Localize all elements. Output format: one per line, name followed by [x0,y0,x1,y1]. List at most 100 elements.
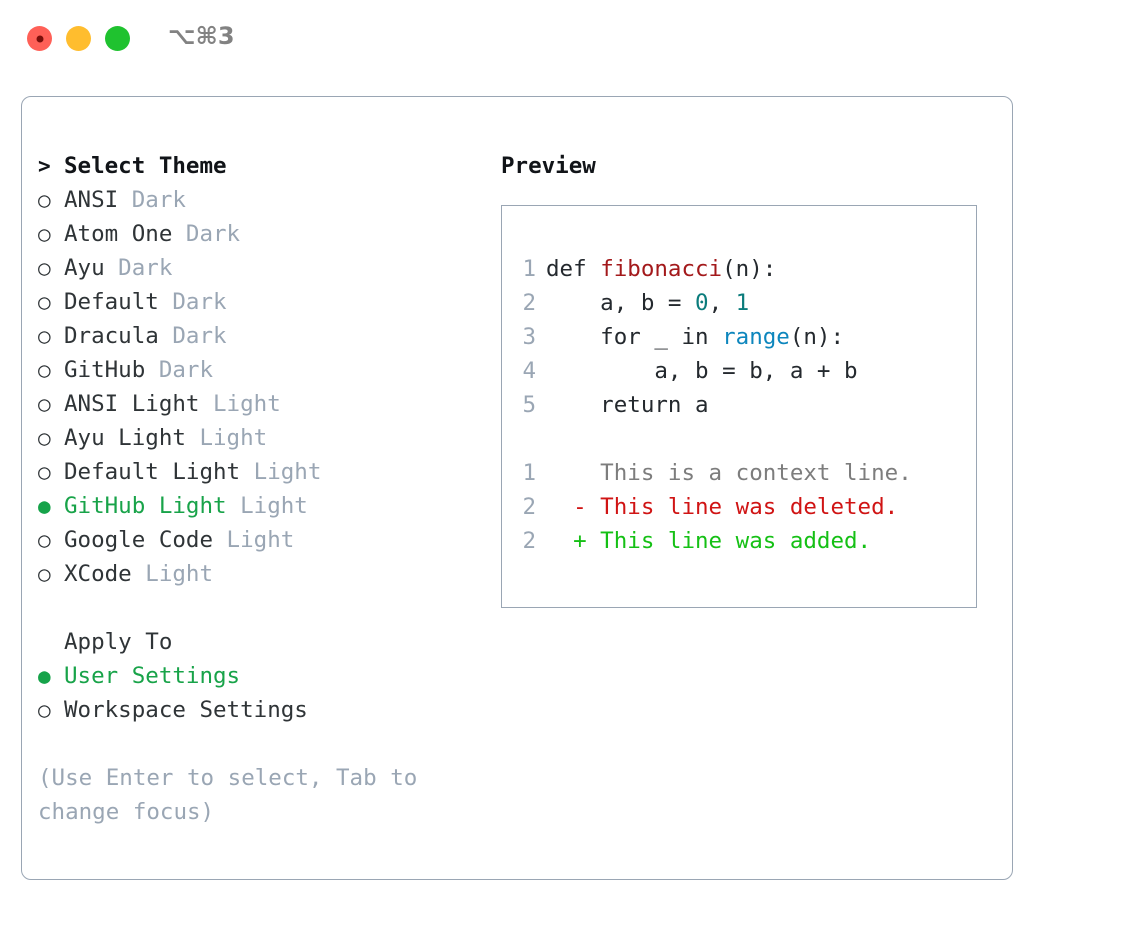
list-spacer [38,591,488,625]
keyboard-hint: (Use Enter to select, Tab to change focu… [38,761,438,829]
theme-option-list: ○ ANSI Dark ○ Atom One Dark ○ Ayu Dark ○ Defaul… [38,183,488,591]
theme-option-label: Dracula [64,323,159,349]
diff-line-del: 2 - This line was deleted. [502,490,976,524]
code-token-call: range [722,324,790,350]
apply-to-option-workspace-settings[interactable]: ○ Workspace Settings [38,693,488,727]
radio-unselected-icon: ○ [38,426,51,450]
code-token-plain: for _ in [546,324,723,350]
code-line: 2 a, b = 0, 1 [502,286,976,320]
radio-unselected-icon: ○ [38,562,51,586]
theme-option-default[interactable]: ○Default Dark [38,285,488,319]
diff-line-text: This is a context line. [546,460,912,486]
theme-option-xcode[interactable]: ○ XCode Light [38,557,488,591]
theme-variant-badge: Dark [145,357,214,383]
theme-option-ayu[interactable]: ○Ayu Dark [38,251,488,285]
theme-option-atom-one[interactable]: ○ Atom One Dark [38,217,488,251]
theme-option-label: Atom One [64,221,173,247]
diff-line-add: 2 + This line was added. [502,524,976,558]
diff-line-number: 2 [522,528,536,554]
keyboard-hint-line-2: change focus) [38,799,215,825]
theme-variant-badge: Light [199,391,281,417]
maximize-window-button[interactable] [105,26,130,51]
radio-unselected-icon: ○ [38,256,51,280]
title-bar: ⌥⌘3 [0,0,1140,76]
diff-line-number: 1 [522,460,536,486]
radio-selected-icon: ● [38,494,51,518]
code-line: 4 a, b = b, a + b [502,354,976,388]
code-token-plain: a, b = b, a + b [546,358,858,384]
apply-to-option-list: ● User Settings ○ Workspace Settings [38,659,488,727]
code-token-plain: return a [546,392,709,418]
theme-option-default-light[interactable]: ○ Default Light Light [38,455,488,489]
code-line-number: 3 [522,324,536,350]
theme-option-ansi-light[interactable]: ○ ANSI Light Light [38,387,488,421]
theme-option-label: Default [64,289,159,315]
apply-to-option-user-settings[interactable]: ● User Settings [38,659,488,693]
theme-option-label: Ayu [64,255,105,281]
radio-unselected-icon: ○ [38,188,51,212]
code-token-plain: (n): [722,256,777,282]
theme-variant-badge: Dark [172,221,241,247]
theme-option-label: Ayu Light [64,425,186,451]
preview-title: Preview [501,153,596,179]
code-line-number: 2 [522,290,536,316]
theme-variant-badge: Light [185,425,268,451]
diff-sample: 1 This is a context line.2 - This line w… [502,456,976,558]
code-token-plain: (n): [789,324,845,350]
radio-unselected-icon: ○ [38,698,51,722]
code-token-plain: a, b = [546,290,696,316]
minimize-window-button[interactable] [66,26,91,51]
diff-line-text: + This line was added. [546,528,872,554]
code-line: 5 return a [502,388,976,422]
theme-option-ansi[interactable]: ○ANSI Dark [38,183,488,217]
theme-option-github[interactable]: ○ GitHub Dark [38,353,488,387]
theme-list-column: >Select Theme ○ ANSI Dark ○ Atom One Dark ○ A… [38,149,488,829]
diff-line-ctx: 1 This is a context line. [502,456,976,490]
theme-variant-badge: Light [213,527,295,553]
radio-unselected-icon: ○ [38,222,51,246]
close-window-button[interactable] [27,26,52,51]
theme-selector-panel: >Select Theme ○ ANSI Dark ○ Atom One Dark ○ A… [21,96,1013,880]
theme-variant-badge: Dark [158,323,227,349]
theme-option-dracula[interactable]: ○ Dracula Dark [38,319,488,353]
apply-to-title: Apply To [64,629,173,655]
code-token-num: 0 [695,290,709,316]
theme-option-label: Google Code [64,527,214,553]
theme-variant-badge: Light [131,561,214,587]
theme-variant-badge: Light [240,459,322,485]
theme-option-label: ANSI Light [64,391,200,417]
radio-unselected-icon: ○ [38,358,51,382]
code-token-plain: , [708,290,736,316]
theme-option-ayu-light[interactable]: ○ Ayu Light Light [38,421,488,455]
radio-unselected-icon: ○ [38,324,51,348]
code-diff-gap [502,422,976,456]
caret-icon: > [38,154,51,178]
theme-option-label: XCode [64,561,132,587]
theme-option-google-code[interactable]: ○ Google Code Light [38,523,488,557]
code-token-fn: fibonacci [600,256,723,282]
apply-to-option-label: Workspace Settings [64,697,308,723]
select-theme-header: >Select Theme [38,149,488,183]
code-line-number: 1 [522,256,536,282]
theme-option-label: ANSI [64,187,119,213]
radio-unselected-icon: ○ [38,392,51,416]
keyboard-hint-line-1: (Use Enter to select, Tab to [38,765,418,791]
keyboard-shortcut-label: ⌥⌘3 [168,22,235,50]
code-line: 3 for _ in range(n): [502,320,976,354]
radio-unselected-icon: ○ [38,460,51,484]
radio-unselected-icon: ○ [38,528,51,552]
diff-line-text: - This line was deleted. [546,494,899,520]
code-line-number: 5 [522,392,536,418]
radio-unselected-icon: ○ [38,290,51,314]
radio-selected-icon: ● [38,664,51,688]
theme-option-label: Default Light [64,459,241,485]
apply-to-option-label: User Settings [64,663,241,689]
theme-option-label: GitHub [64,357,146,383]
code-line: 1 def fibonacci(n): [502,252,976,286]
code-token-plain: def [546,256,601,282]
theme-option-github-light[interactable]: ●GitHub Light Light [38,489,488,523]
